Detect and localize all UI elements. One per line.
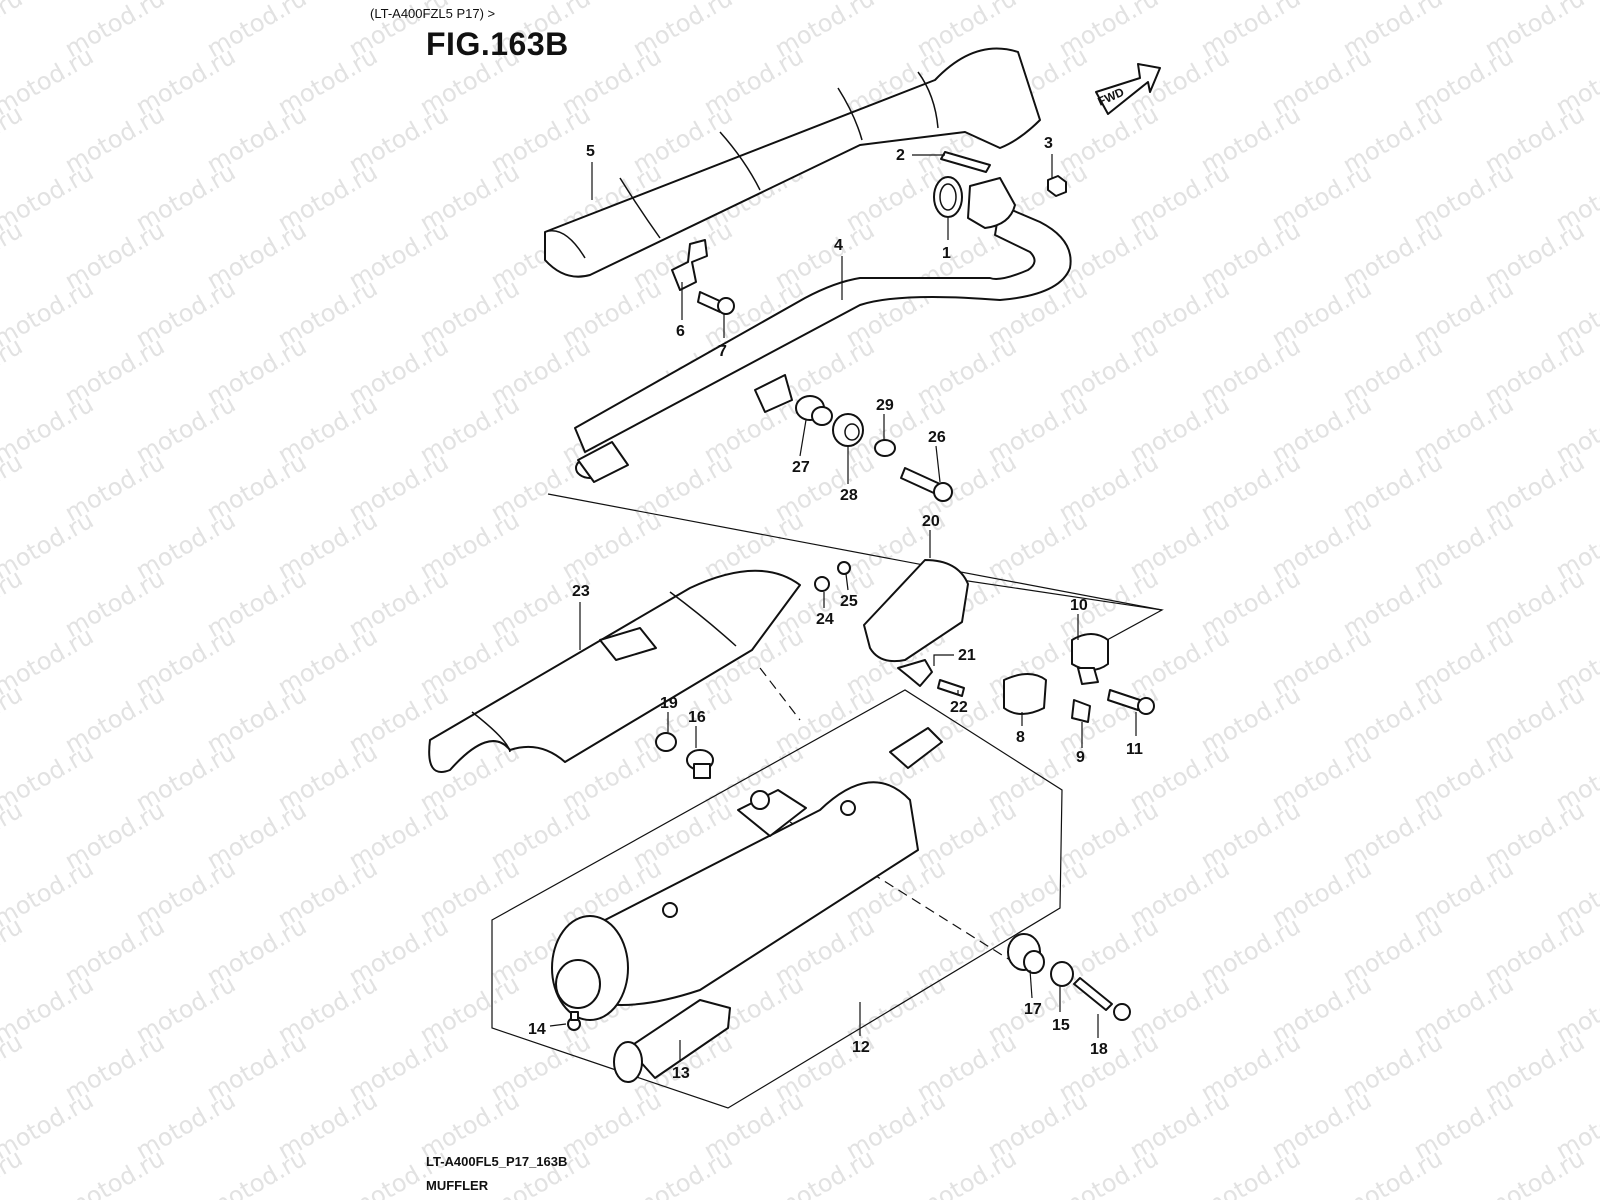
part-label-14: 14 <box>528 1021 546 1038</box>
watermark-text: motod.ru <box>628 1144 737 1200</box>
part-label-1: 1 <box>942 245 951 262</box>
part-label-5: 5 <box>586 143 595 160</box>
part-label-7: 7 <box>718 343 727 360</box>
part-12-muffler <box>491 689 1063 1109</box>
part-label-12: 12 <box>852 1039 870 1056</box>
part-label-4: 4 <box>834 237 843 254</box>
watermark-text: motod.ru <box>1338 1144 1447 1200</box>
part-label-24: 24 <box>816 611 834 628</box>
part-label-23: 23 <box>572 583 590 600</box>
watermark-text: motod.ru <box>1480 1144 1589 1200</box>
part-15-18-rear-mount <box>1007 933 1131 1021</box>
part-label-26: 26 <box>928 429 946 446</box>
part-14-bolt <box>567 1011 581 1031</box>
watermark-text: motod.ru <box>0 912 27 991</box>
part-26-29-mount-hardware <box>795 395 953 502</box>
watermark-text: motod.ru <box>1196 1144 1305 1200</box>
part-6-7-bracket-bolt <box>671 239 735 315</box>
watermark-text: motod.ru <box>0 1028 27 1107</box>
part-label-13: 13 <box>672 1065 690 1082</box>
part-label-11: 11 <box>1126 741 1143 758</box>
watermark-text: motod.ru <box>0 100 27 179</box>
part-label-22: 22 <box>950 699 968 716</box>
part-label-3: 3 <box>1044 135 1053 152</box>
part-24-25-screws <box>814 561 851 592</box>
watermark-text: motod.ru <box>1054 1144 1163 1200</box>
part-label-6: 6 <box>676 323 685 340</box>
watermark-text: motod.ru <box>0 680 27 759</box>
part-20-22-connector <box>863 559 969 697</box>
watermark-text: motod.ru <box>912 1144 1021 1200</box>
watermark-text: motod.ru <box>0 332 27 411</box>
part-labels: 1 2 3 4 5 6 7 8 9 10 11 12 13 14 15 16 1… <box>528 135 1143 1082</box>
part-label-10: 10 <box>1070 597 1088 614</box>
part-label-15: 15 <box>1052 1017 1070 1034</box>
part-label-27: 27 <box>792 459 810 476</box>
watermark-text: motod.ru <box>0 796 27 875</box>
watermark-text: motod.ru <box>60 1144 169 1200</box>
drawing-code: LT-A400FL5_P17_163B <box>426 1154 568 1169</box>
part-label-28: 28 <box>840 487 858 504</box>
part-label-8: 8 <box>1016 729 1025 746</box>
part-label-2: 2 <box>896 147 905 164</box>
part-label-16: 16 <box>688 709 706 726</box>
reference-lines <box>547 493 1164 961</box>
part-label-18: 18 <box>1090 1041 1108 1058</box>
part-4-exhaust-pipe <box>574 204 1072 483</box>
watermark-text: motod.ru <box>0 0 27 63</box>
part-label-29: 29 <box>876 397 894 414</box>
watermark-text: motod.ru <box>770 1144 879 1200</box>
watermark-text: motod.ru <box>0 216 27 295</box>
part-label-17: 17 <box>1024 1001 1042 1018</box>
figure-title: FIG.163B <box>426 26 569 62</box>
watermark-text: motod.ru <box>202 1144 311 1200</box>
section-name: MUFFLER <box>426 1178 489 1193</box>
watermark-text: motod.ru <box>486 1144 595 1200</box>
part-8-11-clamp-group <box>1003 633 1155 723</box>
watermark-text: motod.ru <box>0 448 27 527</box>
part-flange-group <box>933 151 1067 229</box>
part-label-19: 19 <box>660 695 678 712</box>
part-23-muffler-heat-shield <box>428 569 801 773</box>
part-13-spark-arrester <box>613 999 731 1083</box>
part-label-21: 21 <box>958 647 976 664</box>
leader-lines <box>549 154 1137 1062</box>
part-label-20: 20 <box>922 513 940 530</box>
part-16-19-cushions <box>655 732 714 779</box>
model-subtitle: (LT-A400FZL5 P17) > <box>370 6 496 21</box>
part-5-pipe-heat-shield <box>544 47 1041 278</box>
part-label-25: 25 <box>840 593 858 610</box>
watermark-text: motod.ru <box>0 564 27 643</box>
part-label-9: 9 <box>1076 749 1085 766</box>
